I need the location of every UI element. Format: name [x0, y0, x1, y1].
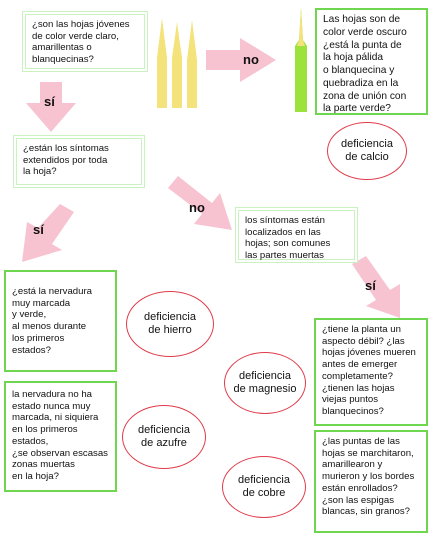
leaf-icon-yellow-3 — [187, 20, 197, 108]
question-young-leaves: ¿son las hojas jóvenes de color verde cl… — [25, 14, 145, 69]
arrow-label-si-1: sí — [44, 94, 55, 109]
arrow-no-2 — [168, 176, 232, 230]
leaf-icon-green — [295, 8, 307, 112]
arrow-label-no-2: no — [189, 200, 205, 215]
question-dark-green: Las hojas son de color verde oscuro ¿est… — [315, 8, 428, 115]
question-symptoms-whole-leaf: ¿están los síntomas extendidos por toda … — [16, 138, 142, 185]
arrow-label-si-2: sí — [33, 222, 44, 237]
deficiency-magnesio: deficiencia de magnesio — [224, 352, 306, 414]
arrow-si-3 — [352, 256, 400, 318]
question-localized-symptoms: los síntomas están localizados en las ho… — [238, 210, 355, 261]
arrow-si-2 — [22, 204, 74, 262]
deficiency-cobre: deficiencia de cobre — [222, 456, 306, 518]
arrow-no-1 — [206, 38, 276, 82]
arrow-label-si-3: sí — [365, 278, 376, 293]
leaf-icon-yellow-1 — [157, 18, 167, 108]
question-nervadura-not-marked: la nervadura no ha estado nunca muy marc… — [4, 381, 117, 492]
question-weak-plant: ¿tiene la planta un aspecto débil? ¿las … — [314, 318, 428, 426]
leaf-icon-yellow-2 — [172, 22, 182, 108]
arrow-label-no-1: no — [243, 52, 259, 67]
arrow-si-1 — [26, 82, 76, 132]
deficiency-calcio: deficiencia de calcio — [327, 122, 407, 180]
question-nervadura-marked: ¿está la nervadura muy marcada y verde, … — [4, 270, 117, 372]
deficiency-hierro: deficiencia de hierro — [126, 291, 214, 357]
deficiency-azufre: deficiencia de azufre — [122, 405, 206, 469]
question-tips-withered: ¿las puntas de las hojas se marchitaron,… — [314, 430, 428, 533]
leaf-icon-green-tip — [297, 8, 305, 46]
